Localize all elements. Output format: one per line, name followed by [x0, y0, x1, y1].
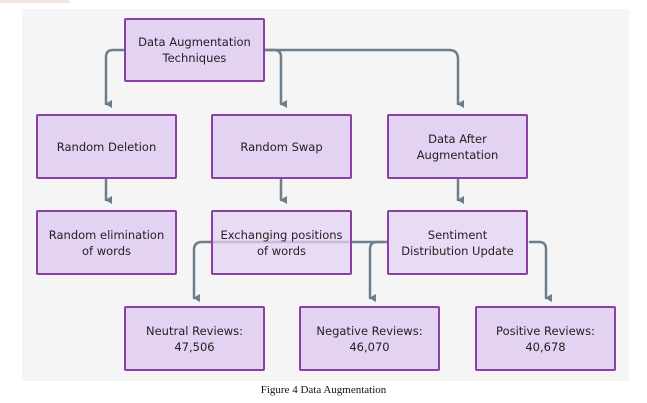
node-negative-reviews: Negative Reviews: 46,070: [299, 306, 440, 371]
node-data-augmentation-techniques: Data Augmentation Techniques: [124, 18, 265, 82]
node-label: Sentiment: [427, 227, 488, 242]
node-value: 46,070: [349, 339, 390, 354]
node-random-elimination-of-words: Random elimination of words: [36, 210, 177, 275]
node-random-swap: Random Swap: [211, 114, 352, 179]
node-value: 40,678: [525, 339, 566, 354]
top-edge-mark: [0, 0, 70, 3]
node-label: Distribution Update: [401, 243, 514, 258]
node-label: Negative Reviews:: [316, 323, 423, 338]
node-label: Random Deletion: [56, 139, 157, 154]
edge-sentiment-to-positive: [528, 240, 552, 302]
node-label: Neutral Reviews:: [146, 323, 243, 338]
node-neutral-reviews: Neutral Reviews: 47,506: [124, 306, 265, 371]
edge-root-to-data-after: [263, 48, 464, 108]
node-label: Data After: [428, 131, 487, 146]
figure-caption: Figure 4 Data Augmentation: [260, 384, 387, 396]
node-label: Data Augmentation: [138, 35, 251, 49]
node-positive-reviews: Positive Reviews: 40,678: [475, 306, 616, 371]
edge-root-to-random-swap: [263, 48, 287, 108]
node-data-after-augmentation: Data After Augmentation: [387, 114, 528, 179]
node-value: 47,506: [174, 339, 215, 354]
node-label: of words: [256, 243, 306, 258]
node-label: Augmentation: [416, 147, 499, 162]
node-label: Techniques: [162, 51, 227, 65]
node-label: Positive Reviews:: [496, 323, 595, 338]
node-label: Random elimination: [48, 227, 165, 242]
edge-sentiment-to-negative: [368, 240, 389, 302]
node-exchanging-positions-of-words: Exchanging positions of words: [211, 210, 352, 275]
node-label: Exchanging positions: [220, 227, 343, 242]
node-random-deletion: Random Deletion: [36, 114, 177, 179]
edge-sentiment-to-neutral: [192, 240, 385, 302]
node-label: Random Swap: [240, 139, 323, 154]
node-label: of words: [82, 243, 131, 258]
node-sentiment-distribution-update: Sentiment Distribution Update: [387, 210, 528, 275]
edge-root-to-random-deletion: [104, 48, 126, 108]
